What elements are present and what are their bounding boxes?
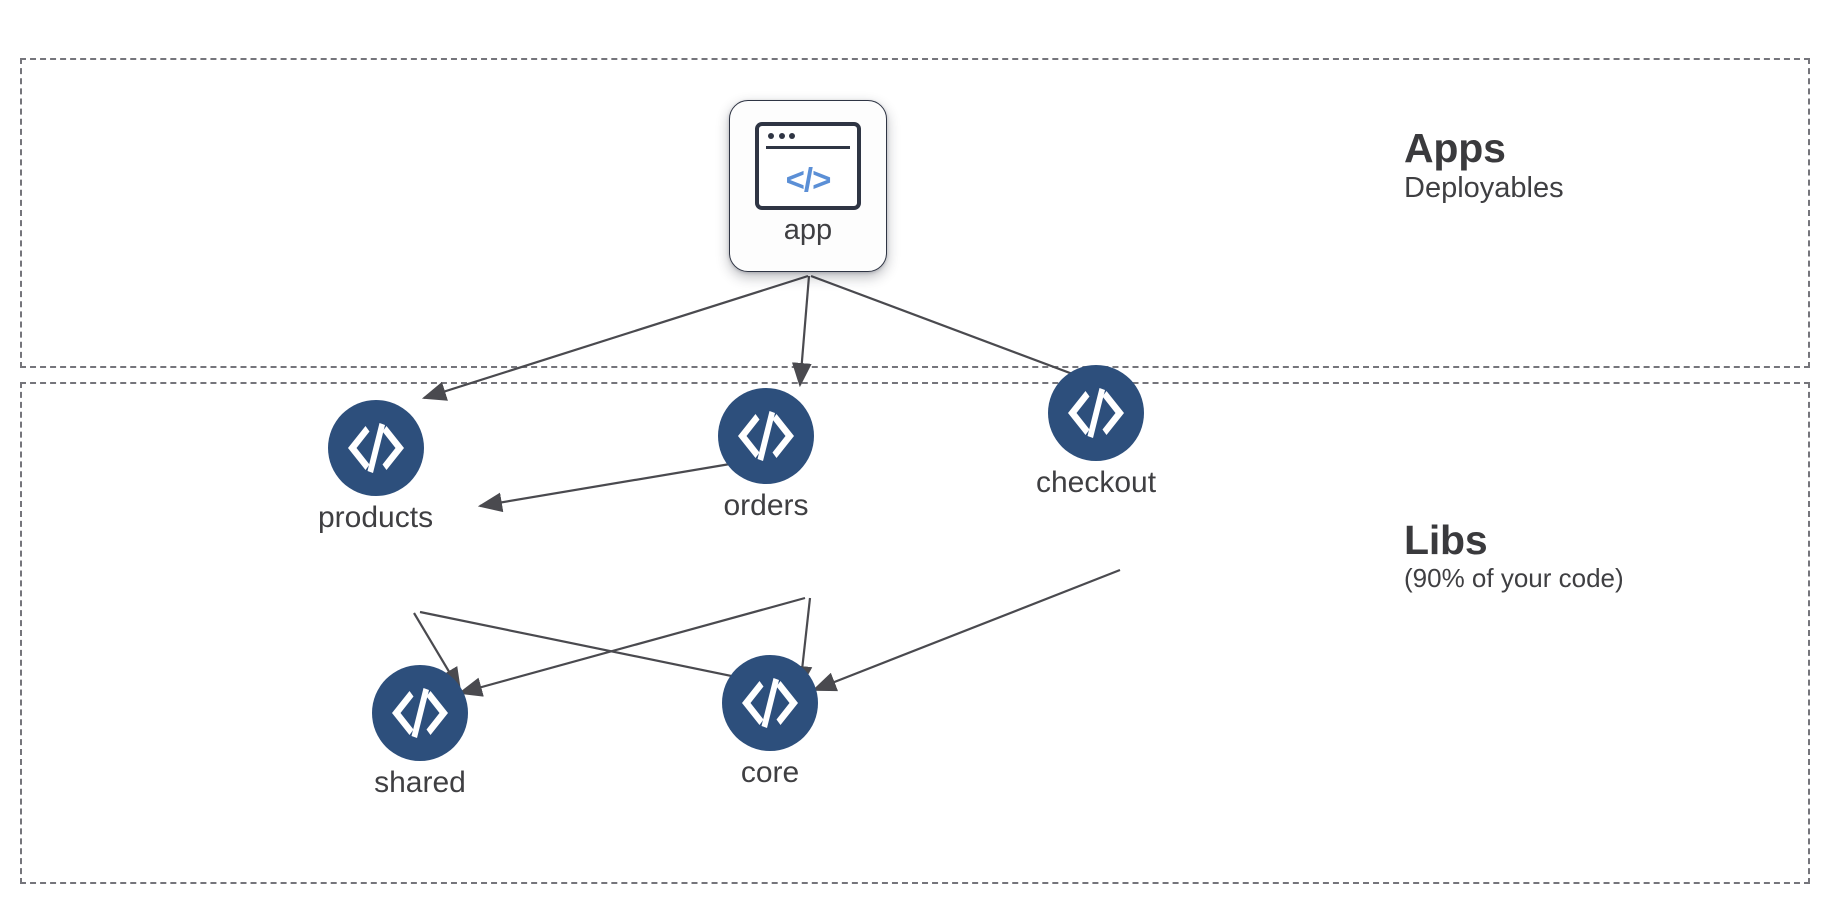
node-orders[interactable]: orders <box>718 388 814 521</box>
zone-libs-title: Libs <box>1404 517 1488 563</box>
node-core-label: core <box>740 756 800 789</box>
node-app-label: app <box>783 214 833 246</box>
browser-code-icon: </> <box>755 122 861 210</box>
zone-libs-subtitle: (90% of your code) <box>1404 562 1624 593</box>
zone-apps-subtitle: Deployables <box>1404 171 1564 204</box>
node-core[interactable]: core <box>722 655 818 788</box>
node-shared-label: shared <box>374 766 466 799</box>
code-icon <box>327 400 424 496</box>
browser-dots-icon <box>768 133 795 139</box>
node-shared[interactable]: shared <box>372 665 468 798</box>
node-checkout-label: checkout <box>1036 466 1157 499</box>
zone-apps <box>20 58 1810 368</box>
node-checkout[interactable]: checkout <box>1036 365 1156 498</box>
code-icon <box>718 388 814 484</box>
zone-apps-caption: Apps Deployables <box>1404 125 1564 207</box>
node-products[interactable]: products <box>318 400 433 533</box>
zone-libs <box>20 382 1810 884</box>
code-icon <box>372 665 468 761</box>
zone-libs-caption: Libs (90% of your code) <box>1404 517 1624 595</box>
code-glyph: </> <box>785 160 832 198</box>
browser-divider <box>766 146 850 149</box>
node-app[interactable]: </> app <box>729 100 887 272</box>
zone-apps-title: Apps <box>1404 125 1506 171</box>
code-icon <box>1048 365 1145 461</box>
node-products-label: products <box>318 501 434 534</box>
node-orders-label: orders <box>723 489 809 522</box>
code-icon <box>722 655 818 751</box>
